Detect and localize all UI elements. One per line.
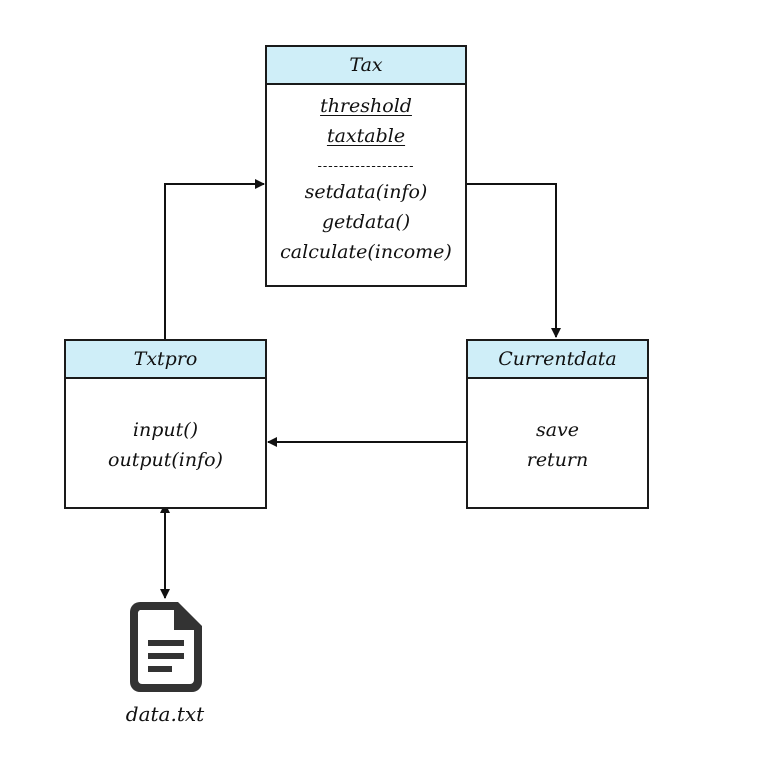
currentdata-class-box: Currentdata save return: [466, 339, 649, 509]
currentdata-class-body: save return: [468, 379, 647, 475]
tax-separator: ------------------: [317, 159, 415, 174]
tax-class-body: threshold taxtable ------------------ se…: [267, 85, 465, 267]
arrow-txtpro-to-tax: [164, 179, 265, 340]
tax-method-setdata: setdata(info): [304, 181, 428, 203]
arrow-tax-to-currentdata: [467, 183, 561, 338]
tax-class-title: Tax: [267, 47, 465, 85]
currentdata-method-return: return: [526, 449, 589, 471]
tax-class-box: Tax threshold taxtable -----------------…: [265, 45, 467, 287]
currentdata-class-title: Currentdata: [468, 341, 647, 379]
tax-method-calculate: calculate(income): [280, 241, 452, 263]
document-icon: [130, 602, 202, 692]
txtpro-class-body: input() output(info): [66, 379, 265, 475]
file-label: data.txt: [125, 702, 205, 726]
tax-method-getdata: getdata(): [321, 211, 411, 233]
tax-attribute-taxtable: taxtable: [326, 125, 406, 147]
txtpro-method-input: input(): [132, 419, 199, 441]
txtpro-class-box: Txtpro input() output(info): [64, 339, 267, 509]
currentdata-method-save: save: [535, 419, 580, 441]
tax-attribute-threshold: threshold: [320, 95, 412, 117]
txtpro-class-title: Txtpro: [66, 341, 265, 379]
txtpro-method-output: output(info): [108, 449, 223, 471]
